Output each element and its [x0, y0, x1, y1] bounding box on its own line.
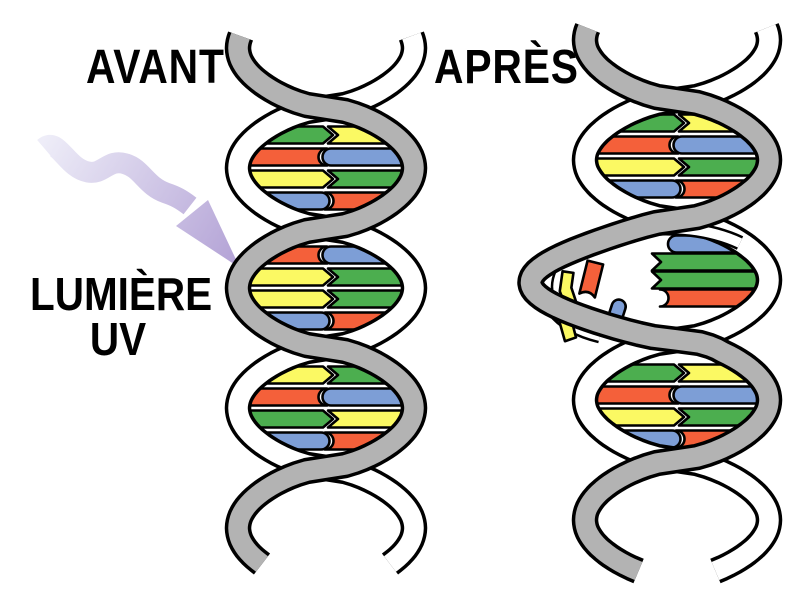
uv-arrow-shaft [37, 135, 197, 215]
label-lumiere: LUMIÈRE [30, 268, 213, 320]
broken-base-red [658, 288, 767, 308]
strand-front [520, 21, 779, 580]
strand-front [228, 29, 424, 572]
base-blue [321, 387, 416, 407]
detached-base-red [578, 259, 605, 299]
dna-after [517, 17, 783, 584]
base-blue [672, 385, 772, 405]
label-uv: UV [89, 313, 147, 365]
strand-back [575, 21, 779, 580]
broken-base-green [650, 270, 773, 290]
detached-base-red [578, 259, 605, 299]
uv-light-arrow [37, 135, 240, 268]
base-blue [321, 147, 416, 167]
label-lumiere-uv: LUMIÈRE UV [30, 271, 212, 365]
dna-before [224, 25, 428, 575]
strand-back [228, 29, 424, 572]
base-pairs [236, 125, 416, 451]
base-blue [672, 135, 769, 155]
label-avant: AVANT [86, 41, 225, 94]
uv-arrow-head [176, 200, 240, 268]
label-apres: APRÈS [434, 41, 579, 94]
